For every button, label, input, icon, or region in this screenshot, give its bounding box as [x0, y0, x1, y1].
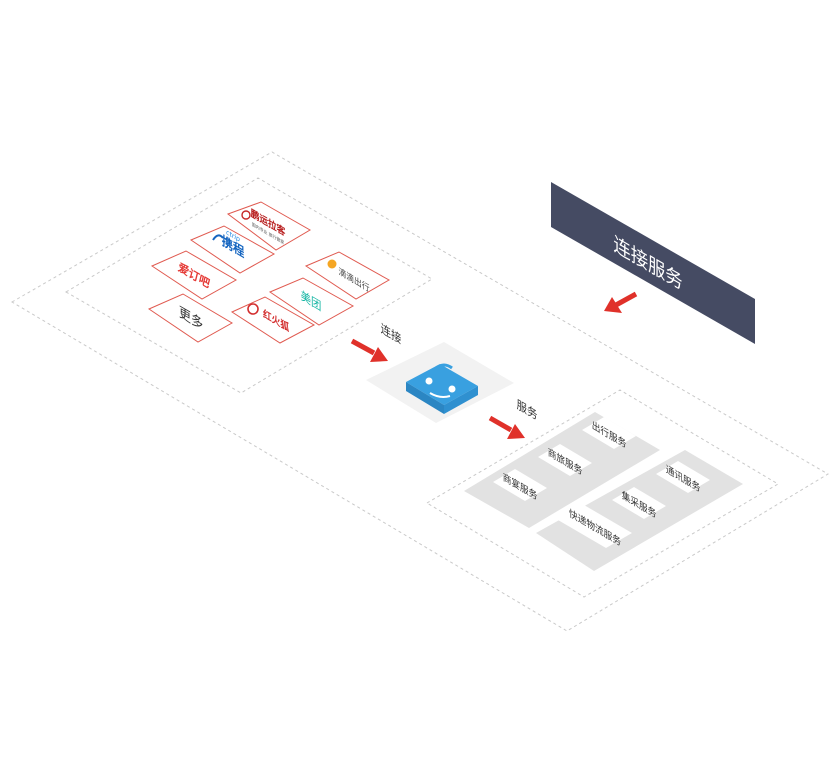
didi-logo-icon — [327, 259, 337, 269]
partner-card-meituan[interactable]: 美团 — [268, 277, 355, 326]
honghuohu-logo-icon — [247, 303, 259, 315]
partner-card-honghuohu[interactable]: 红火狐 — [230, 296, 316, 344]
arrow-connect — [350, 338, 388, 362]
briefcase-mascot-icon — [406, 363, 478, 414]
arrows — [350, 291, 638, 439]
partner-card-aidingba[interactable]: 爱订吧 — [150, 250, 238, 300]
service-tile-business-travel[interactable]: 商旅服务 — [538, 444, 592, 478]
outer-platform — [11, 151, 829, 632]
connect-service-banner: 连接服务 — [551, 182, 755, 344]
partner-platform — [65, 177, 433, 394]
connect-label: 连接 — [381, 320, 402, 347]
platform-mascot — [366, 342, 514, 423]
arrow-banner-to-platform — [604, 291, 638, 313]
partner-card-didi[interactable]: 滴滴出行 — [304, 251, 391, 300]
pengyun-logo-icon — [241, 210, 251, 220]
service-label: 服务 — [517, 396, 538, 423]
partner-card-more[interactable]: 更多 — [147, 293, 234, 343]
partner-cards: 鹏运拉客 国内专业 旅行管家 携程 ctrip 滴滴出行 爱订 — [147, 201, 391, 344]
arrow-service — [488, 415, 525, 439]
ctrip-logo-icon — [212, 234, 224, 241]
